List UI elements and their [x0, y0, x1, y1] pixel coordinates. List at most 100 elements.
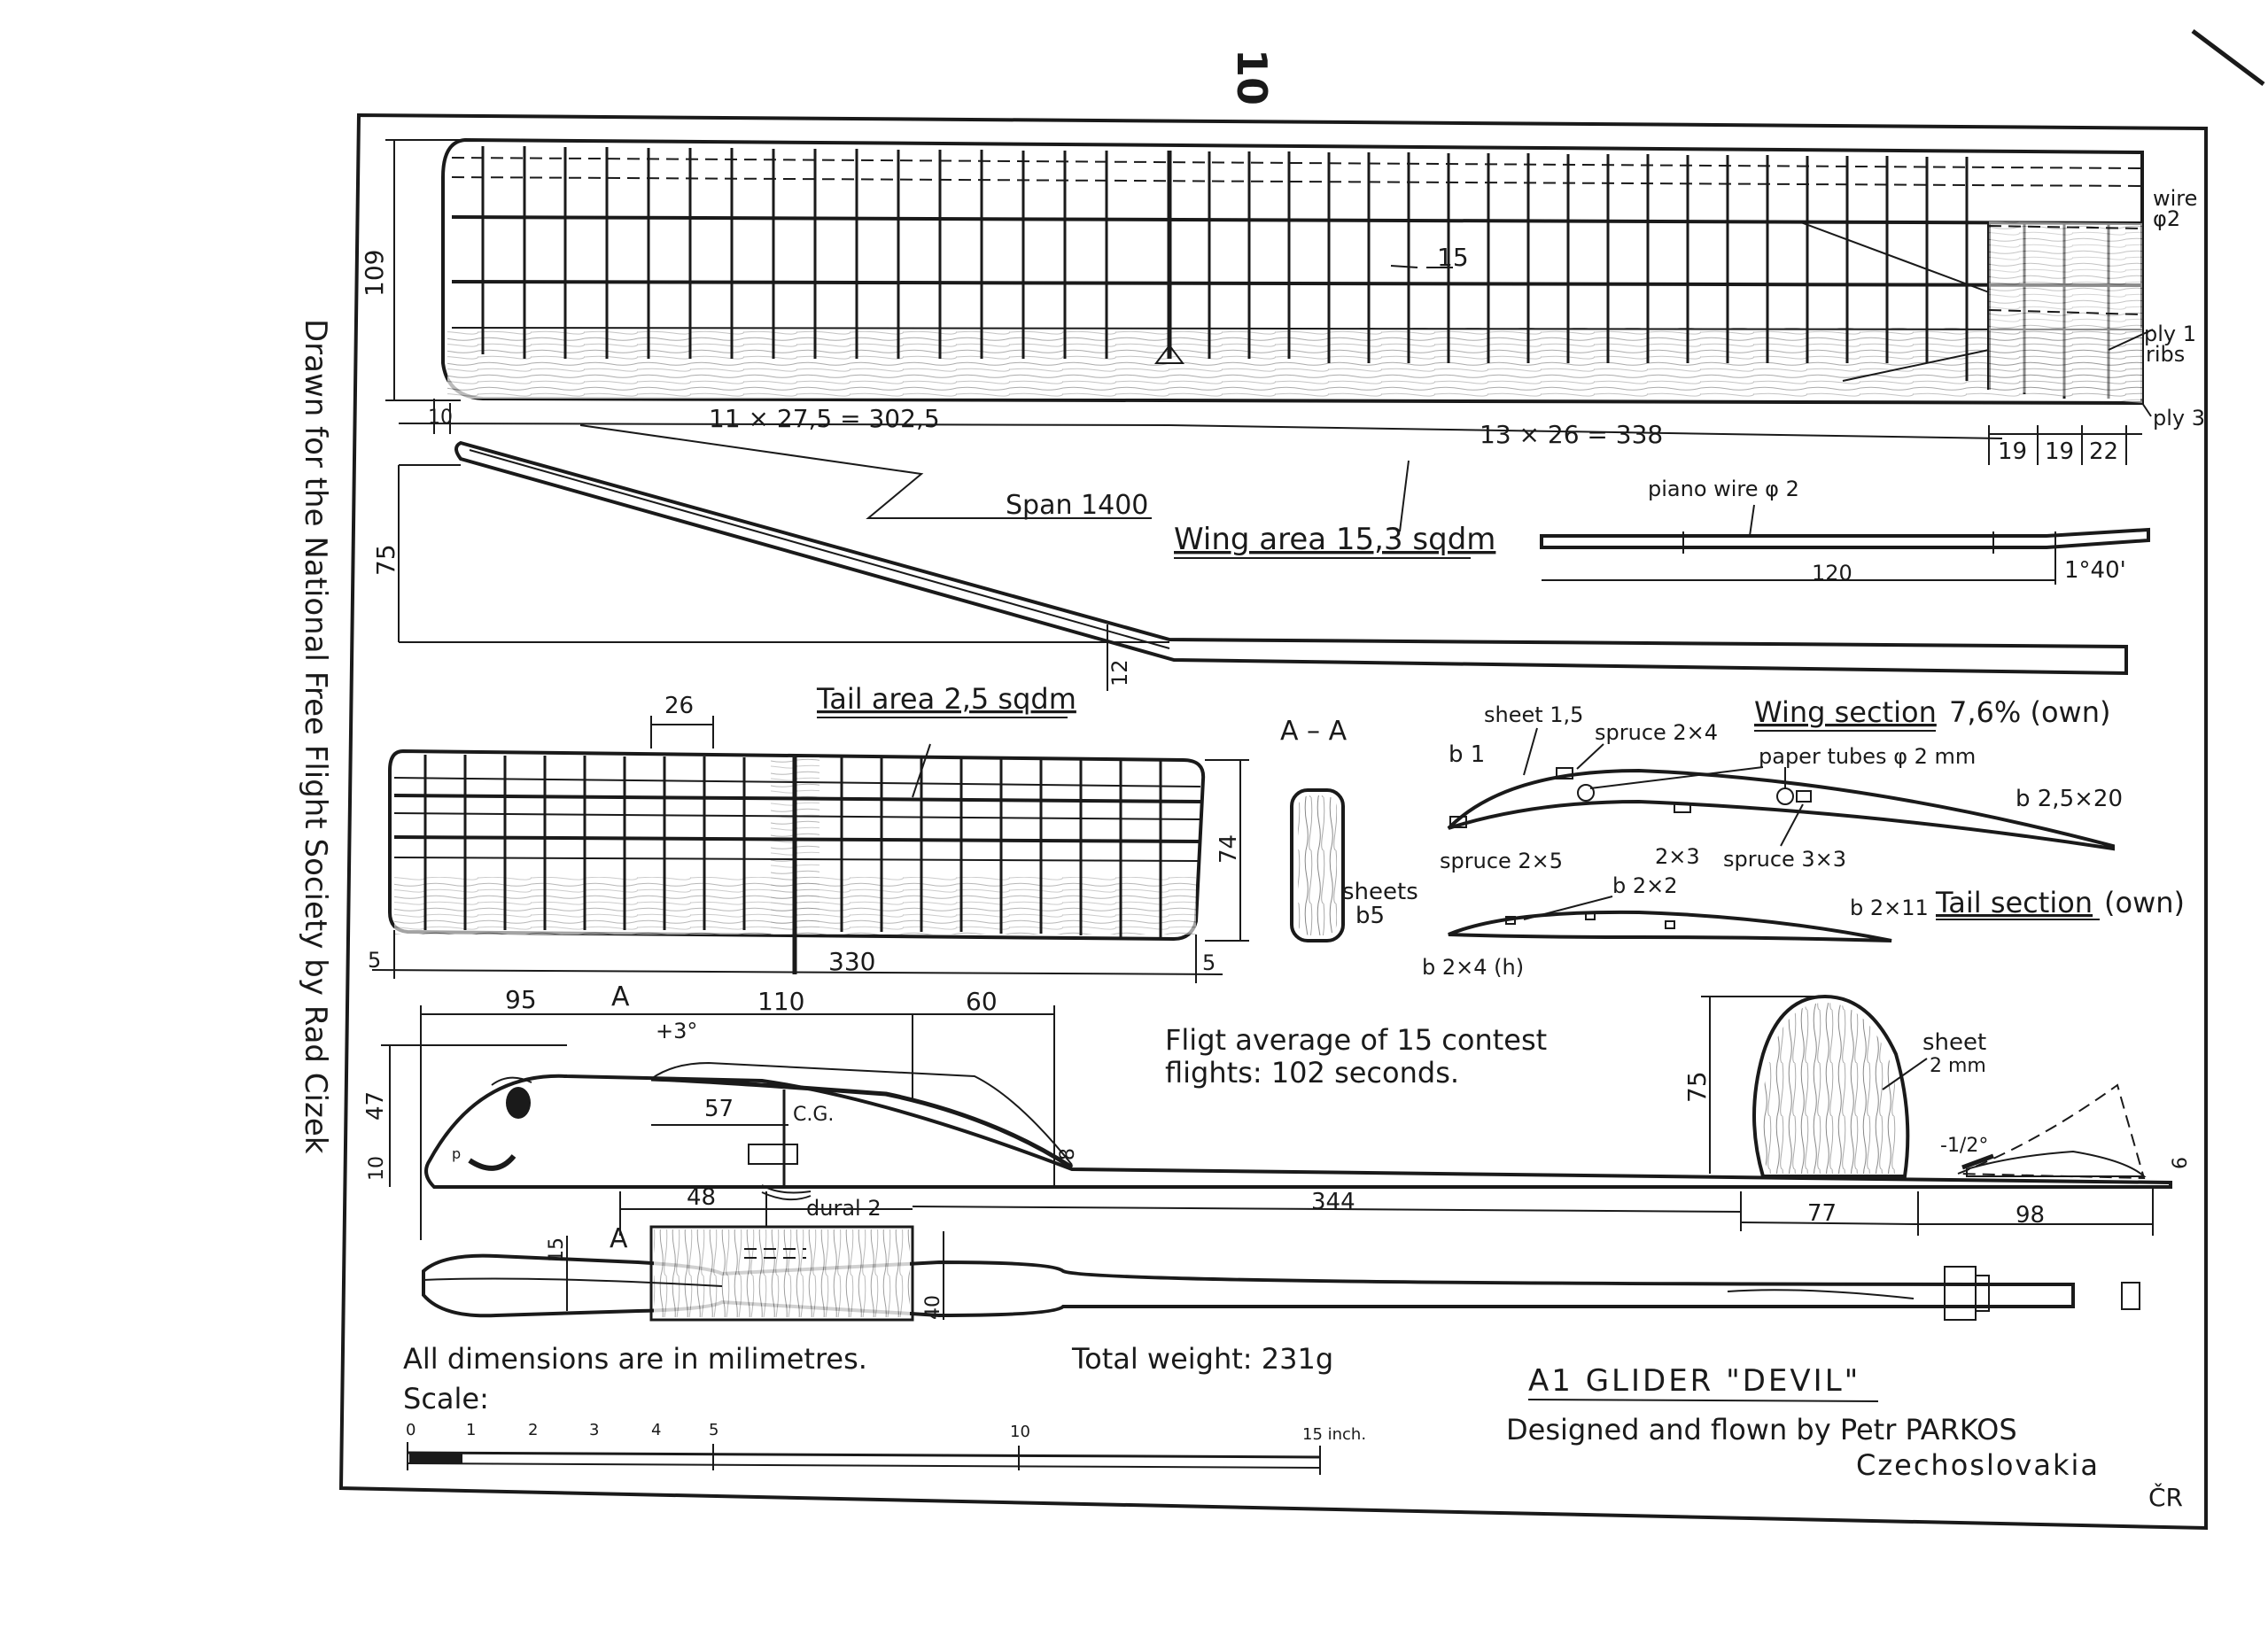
tail-section-b24: b 2×4 (h): [1422, 955, 1524, 980]
wire-dim: φ2: [2153, 206, 2180, 231]
fuselage-dim-48: 48: [687, 1184, 716, 1211]
center-dim: 12: [1107, 659, 1132, 686]
fin-height-dim: 75: [1682, 1071, 1712, 1103]
fuselage-dim-6: 6: [2170, 1157, 2192, 1169]
tip-dim-2: 19: [2045, 438, 2074, 465]
scale-bar: 0 1 2 3 4 5 10 15 inch.: [406, 1421, 1366, 1475]
top-dim-a: A: [610, 1223, 628, 1254]
ply1-label: ply 1: [2144, 322, 2196, 346]
corner-mark: [2191, 29, 2265, 86]
wing-section-percent: 7,6% (own): [1949, 695, 2110, 729]
top-dim-40: 40: [922, 1295, 944, 1320]
side-credit: Drawn for the National Free Flight Socie…: [298, 319, 333, 1154]
fuselage-dim-10: 10: [366, 1156, 388, 1181]
fuselage-dim-95: 95: [505, 985, 537, 1014]
notes: Fligt average of 15 contest flights: 102…: [403, 1023, 1547, 1415]
wing-section: Wing section 7,6% (own) sheet 1,5 spruce…: [1440, 695, 2123, 873]
scale-tick-0: 0: [406, 1421, 416, 1439]
piano-wire-detail: piano wire φ 2 120 1°40': [1540, 477, 2150, 586]
tail-chord-dim: 74: [1216, 834, 1242, 864]
fuselage-dim-60: 60: [966, 987, 998, 1016]
wing-area-label: Wing area 15,3 sqdm: [1174, 522, 1495, 557]
dimensions-note: All dimensions are in milimetres.: [403, 1342, 867, 1376]
section-aa-sheet-dim: b5: [1355, 903, 1385, 929]
wing-front-view: 75 12 Span 1400 Wing area 15,3 sqdm: [371, 424, 2128, 691]
fuselage-dim-8: 8: [1057, 1148, 1079, 1160]
tail-tip-left: 5: [368, 948, 381, 973]
glider-title: A1 GLIDER "DEVIL": [1528, 1363, 1860, 1399]
outer-ribs-dim: 13 × 26 = 338: [1480, 420, 1663, 449]
fuselage-dim-77: 77: [1807, 1200, 1837, 1227]
top-dim-15: 15: [546, 1237, 568, 1262]
wing-section-paper-tubes: paper tubes φ 2 mm: [1759, 744, 1976, 769]
page-number: 10: [1228, 49, 1276, 105]
fuselage-dim-47: 47: [362, 1091, 389, 1121]
scale-tick-10: 10: [1010, 1423, 1030, 1441]
wing-tip-offset: 10: [428, 407, 453, 429]
wing-section-spruce-top: spruce 2×4: [1595, 720, 1718, 745]
drawing-frame: [338, 112, 2208, 1531]
scale-tick-3: 3: [589, 1421, 599, 1439]
fuselage-dim-98: 98: [2016, 1202, 2045, 1229]
drafter-initials: ČR: [2148, 1482, 2183, 1512]
fuselage-dim-plus3: +3°: [656, 1019, 697, 1043]
fuselage-top: 15 40 A: [422, 1196, 2140, 1322]
fuselage-dim-a: A: [611, 981, 630, 1012]
scale-tick-5: 5: [709, 1421, 718, 1439]
tail-span-dim: 330: [828, 947, 875, 976]
fuselage-side: p: [424, 994, 2172, 1201]
title-block: A1 GLIDER "DEVIL" Designed and flown by …: [1506, 1363, 2183, 1512]
dihedral-height-dim: 75: [371, 544, 400, 576]
scale-label: Scale:: [403, 1382, 489, 1415]
section-aa-title: A – A: [1280, 716, 1348, 747]
rib-spacing-dim: 15: [1437, 243, 1469, 272]
ribs-label: ribs: [2146, 342, 2185, 367]
tail-section-b211: b 2×11: [1850, 896, 1929, 920]
fuselage-dimensions: 95 A +3° 110 60 47 10 57 C.G. 8 48 dural…: [362, 981, 2192, 1240]
inner-ribs-dim: 11 × 27,5 = 302,5: [709, 404, 940, 433]
country-line: Czechoslovakia: [1856, 1448, 2100, 1482]
tail-section-b22: b 2×2: [1612, 873, 1678, 898]
wing-section-title: Wing section: [1754, 695, 1937, 729]
designer-line: Designed and flown by Petr PARKOS: [1506, 1413, 2017, 1446]
wire-label: wire: [2153, 186, 2197, 211]
wing-section-b1: b 1: [1449, 741, 1485, 768]
wing-height-dim: 109: [360, 250, 389, 297]
tail-tip-right: 5: [1202, 950, 1216, 975]
wing-section-sheet: sheet 1,5: [1484, 702, 1583, 727]
fuselage-cg: C.G.: [793, 1104, 834, 1126]
fuselage-dim-57: 57: [704, 1096, 734, 1122]
tail-section: Tail section (own) b 2×2 b 2×11 b 2×4 (h…: [1422, 873, 2185, 980]
fuselage-dim-110: 110: [757, 987, 804, 1016]
tip-dim-3: 22: [2089, 438, 2118, 465]
scale-tick-4: 4: [651, 1421, 661, 1439]
tail-plan: 26 Tail area 2,5 sqdm 74 5 330 5: [368, 682, 1249, 983]
tail-section-own: (own): [2104, 886, 2185, 919]
fin-sheet-label: sheet: [1922, 1029, 1986, 1056]
section-aa-sheets: sheets: [1342, 879, 1418, 905]
wing-section-spruce33: spruce 3×3: [1723, 847, 1846, 872]
piano-wire-label: piano wire φ 2: [1648, 477, 1799, 501]
weight-note: Total weight: 231g: [1071, 1342, 1333, 1376]
svg-text:p: p: [452, 1145, 461, 1162]
wing-section-b-trailing: b 2,5×20: [2016, 786, 2123, 812]
scale-tick-2: 2: [528, 1421, 538, 1439]
fin-sheet-mm: 2 mm: [1930, 1055, 1986, 1077]
section-aa: A – A sheets b5: [1280, 716, 1418, 942]
fuselage-dural: dural 2: [806, 1196, 882, 1221]
scale-tick-15: 15 inch.: [1302, 1425, 1366, 1444]
flight-note-2: flights: 102 seconds.: [1165, 1056, 1459, 1090]
tail-rib-spacing: 26: [664, 693, 694, 719]
tail-section-title: Tail section: [1935, 886, 2093, 919]
wire-angle-dim: 1°40': [2064, 557, 2126, 584]
scale-tick-1: 1: [466, 1421, 476, 1439]
span-label: Span 1400: [1006, 490, 1148, 521]
wing-plan: [441, 137, 2144, 406]
flight-note-1: Fligt average of 15 contest: [1165, 1023, 1547, 1057]
tail-area-label: Tail area 2,5 sqdm: [816, 682, 1076, 716]
tip-dim-1: 19: [1998, 438, 2027, 465]
wing-dimensions: 109 10 11 × 27,5 = 302,5 13 × 26 = 338 1…: [360, 139, 2205, 465]
ply3-label: ply 3: [2153, 406, 2205, 430]
stab-angle: -1/2°: [1940, 1135, 1988, 1157]
